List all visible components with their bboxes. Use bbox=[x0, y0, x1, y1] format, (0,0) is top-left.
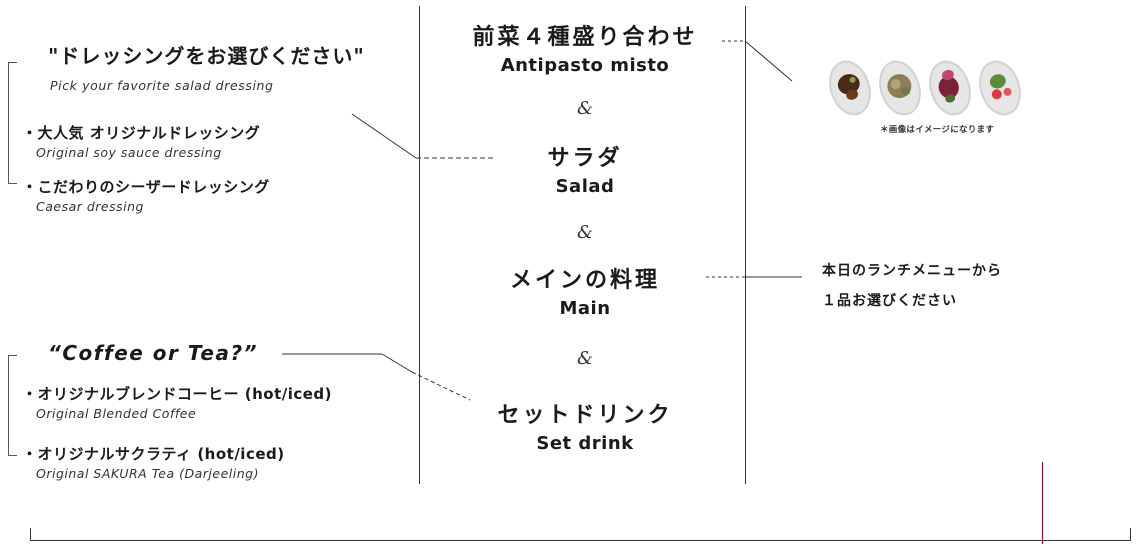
plate-2-image bbox=[872, 55, 928, 121]
course-drink: セットドリンク Set drink bbox=[430, 401, 740, 457]
drink-option-sub: Original SAKURA Tea (Darjeeling) bbox=[36, 466, 259, 481]
drink-option-label: ・オリジナルブレンドコーヒー (hot/iced) bbox=[22, 385, 333, 403]
plate-1-image bbox=[822, 55, 878, 121]
dressing-option-sub: Original soy sauce dressing bbox=[36, 145, 222, 160]
ampersand: & bbox=[576, 98, 594, 119]
drink-heading: “Coffee or Tea?” bbox=[48, 341, 258, 365]
ampersand: & bbox=[576, 222, 594, 243]
dressing-option: ・こだわりのシーザードレッシング Caesar dressing bbox=[22, 176, 270, 214]
plate-4-image bbox=[972, 55, 1028, 121]
drink-bracket bbox=[8, 355, 17, 456]
drink-option-label: ・オリジナルサクラティ (hot/iced) bbox=[22, 445, 285, 463]
course-title-en: Antipasto misto bbox=[500, 55, 670, 76]
photo-caption: ＊画像はイメージになります bbox=[880, 125, 995, 135]
main-note-line1: 本日のランチメニューから bbox=[822, 263, 1002, 279]
course-title-en: Set drink bbox=[536, 433, 634, 454]
main-note: 本日のランチメニューから １品お選びください bbox=[822, 256, 1002, 316]
dressing-option-label: ・こだわりのシーザードレッシング bbox=[22, 178, 270, 196]
antipasto-photo bbox=[822, 55, 1046, 121]
course-salad: サラダ Salad bbox=[430, 144, 740, 200]
drink-option: ・オリジナルブレンドコーヒー (hot/iced) Original Blend… bbox=[22, 383, 332, 421]
course-title-ja: サラダ bbox=[547, 146, 623, 171]
course-title-ja: メインの料理 bbox=[509, 268, 660, 293]
course-title-en: Main bbox=[559, 298, 611, 319]
drink-option: ・オリジナルサクラティ (hot/iced) Original SAKURA T… bbox=[22, 443, 285, 481]
course-antipasto: 前菜４種盛り合わせ Antipasto misto bbox=[430, 23, 740, 79]
plate-3-image bbox=[922, 55, 978, 121]
course-main: メインの料理 Main bbox=[430, 266, 740, 322]
dressing-option-sub: Caesar dressing bbox=[36, 199, 144, 214]
course-title-en: Salad bbox=[555, 176, 615, 197]
main-note-line2: １品お選びください bbox=[822, 293, 957, 309]
course-title-ja: セットドリンク bbox=[497, 403, 673, 428]
dressing-bracket bbox=[8, 62, 17, 184]
dressing-option: ・大人気 オリジナルドレッシング Original soy sauce dres… bbox=[22, 122, 260, 160]
drink-option-sub: Original Blended Coffee bbox=[36, 406, 197, 421]
course-title-ja: 前菜４種盛り合わせ bbox=[472, 25, 698, 50]
ampersand: & bbox=[576, 348, 594, 369]
dressing-heading: "ドレッシングをお選びください" bbox=[48, 44, 365, 68]
dressing-option-label: ・大人気 オリジナルドレッシング bbox=[22, 124, 261, 142]
dressing-subheading: Pick your favorite salad dressing bbox=[50, 78, 274, 93]
